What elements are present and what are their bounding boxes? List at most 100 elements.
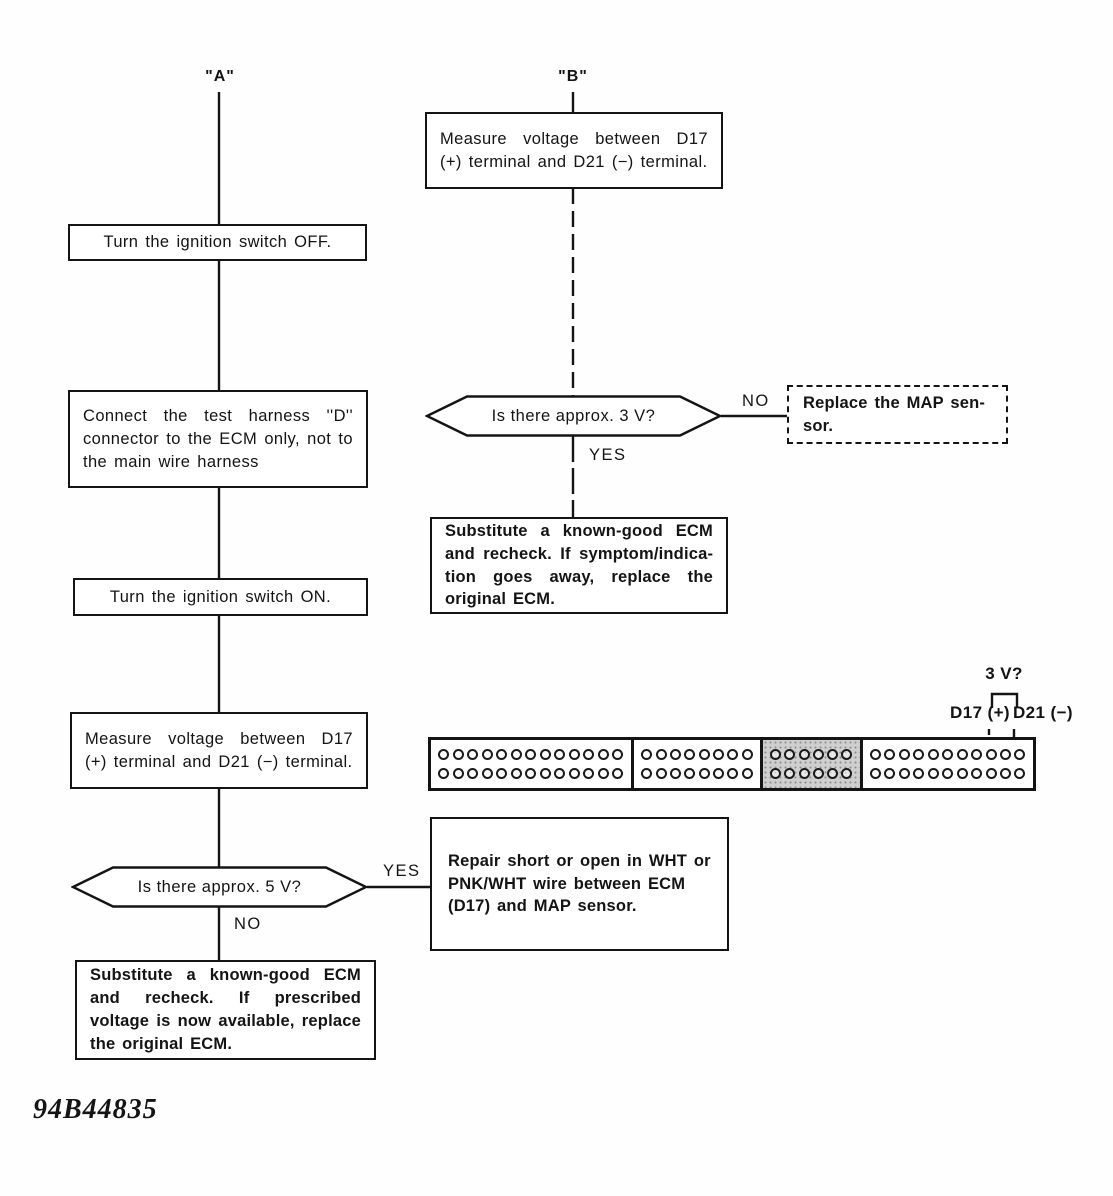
branch-a-label: "A": [205, 68, 235, 85]
connector-pin: [641, 768, 653, 779]
connector-pin: [956, 768, 968, 779]
connector-segment: [634, 740, 764, 788]
connector-pin-row: [638, 749, 756, 760]
connector-pin: [568, 768, 580, 779]
connector-pin: [942, 749, 954, 760]
box-text: Connect the test harness ''D'' connector…: [83, 407, 353, 471]
connector-pin: [985, 749, 997, 760]
connector-segment-shaded: [763, 740, 863, 788]
connector-pin: [971, 768, 983, 779]
connector-pin: [568, 749, 580, 760]
connector-pin: [684, 749, 696, 760]
decision-3v: Is there approx. 3 V?: [425, 395, 722, 437]
connector-pin: [539, 768, 551, 779]
connector-pin-row: [767, 749, 856, 760]
box-substitute-ecm-b: Substitute a known-good ECM and recheck.…: [430, 517, 728, 614]
connector-pin: [597, 749, 609, 760]
connector-pin: [727, 749, 739, 760]
connector-pin: [770, 768, 782, 779]
connector-pin: [452, 749, 464, 760]
connector-pin: [898, 749, 910, 760]
connector-pin: [597, 768, 609, 779]
connector-pin: [669, 749, 681, 760]
connector-pin: [770, 749, 782, 760]
box-ignition-off: Turn the ignition switch OFF.: [68, 224, 367, 261]
connector-pin-row: [435, 768, 627, 779]
connector-pin: [510, 749, 522, 760]
connector-pin: [612, 749, 624, 760]
box-text: Repair short or open in WHT or PNK/WHT w…: [448, 851, 711, 916]
no-label-5v: NO: [234, 915, 262, 933]
yes-label-5v: YES: [383, 862, 421, 880]
connector-pin: [525, 768, 537, 779]
connector-pin: [496, 768, 508, 779]
connector-pin-row: [767, 768, 856, 779]
connector-pin: [884, 749, 896, 760]
box-ignition-on: Turn the ignition switch ON.: [73, 578, 368, 616]
connector-pin: [812, 768, 824, 779]
connector-pin: [496, 749, 508, 760]
connector-pin: [641, 749, 653, 760]
connector-pin: [712, 768, 724, 779]
connector-pin: [827, 768, 839, 779]
box-text: Replace the MAP sen­sor.: [803, 393, 985, 435]
connector-pin-row: [435, 749, 627, 760]
connector-pin: [956, 749, 968, 760]
connector-pin: [784, 749, 796, 760]
branch-b-label: "B": [558, 68, 588, 85]
connector-pin-row: [638, 768, 756, 779]
ecm-connector: [428, 737, 1036, 791]
terminal-d21-label: D21 (−): [1013, 703, 1073, 722]
connector-pin: [870, 768, 882, 779]
connector-pin: [698, 768, 710, 779]
connector-pin: [798, 768, 810, 779]
connector-pin: [510, 768, 522, 779]
connector-pin: [539, 749, 551, 760]
connector-pin: [438, 749, 450, 760]
connector-pin: [741, 768, 753, 779]
connector-pin: [884, 768, 896, 779]
connector-pin: [841, 768, 853, 779]
box-repair-wire: Repair short or open in WHT or PNK/WHT w…: [430, 817, 729, 951]
decision-text: Is there approx. 3 V?: [491, 406, 656, 425]
connector-pin: [898, 768, 910, 779]
connector-pin: [999, 768, 1011, 779]
connector-pin: [655, 749, 667, 760]
connector-pin: [971, 749, 983, 760]
decision-5v: Is there approx. 5 V?: [71, 866, 368, 908]
connector-pin: [481, 768, 493, 779]
box-measure-voltage-b: Measure voltage between D17 (+) terminal…: [425, 112, 723, 189]
terminal-d17-label: D17 (+): [950, 703, 1010, 722]
box-connect-test-harness: Connect the test harness ''D'' connector…: [68, 390, 368, 488]
connector-pin: [827, 749, 839, 760]
connector-pin: [927, 768, 939, 779]
connector-pin: [698, 749, 710, 760]
connector-pin: [712, 749, 724, 760]
connector-pin-row: [867, 768, 1029, 779]
connector-pin: [985, 768, 997, 779]
box-text: Turn the ignition switch OFF.: [103, 233, 332, 252]
connector-pin: [525, 749, 537, 760]
connector-pin: [913, 749, 925, 760]
yes-label-3v: YES: [589, 446, 627, 464]
box-replace-map-sensor: Replace the MAP sen­sor.: [787, 385, 1008, 444]
connector-pin: [684, 768, 696, 779]
connector-pin: [999, 749, 1011, 760]
decision-text: Is there approx. 5 V?: [137, 877, 302, 896]
connector-pin: [913, 768, 925, 779]
box-text: Substitute a known-good ECM and recheck.…: [90, 966, 361, 1053]
connector-pin: [554, 749, 566, 760]
connector-segment: [863, 740, 1033, 788]
figure-code: 94B44835: [33, 1094, 158, 1125]
connector-pin: [741, 749, 753, 760]
connector-pin: [583, 749, 595, 760]
box-text: Substitute a known-good ECM and recheck.…: [445, 521, 713, 609]
box-text: Turn the ignition switch ON.: [109, 587, 332, 606]
connector-pin: [452, 768, 464, 779]
connector-pin: [467, 768, 479, 779]
connector-pin: [438, 768, 450, 779]
connector-pin: [655, 768, 667, 779]
connector-pin: [927, 749, 939, 760]
box-text: Measure voltage between D17 (+) terminal…: [85, 729, 353, 771]
